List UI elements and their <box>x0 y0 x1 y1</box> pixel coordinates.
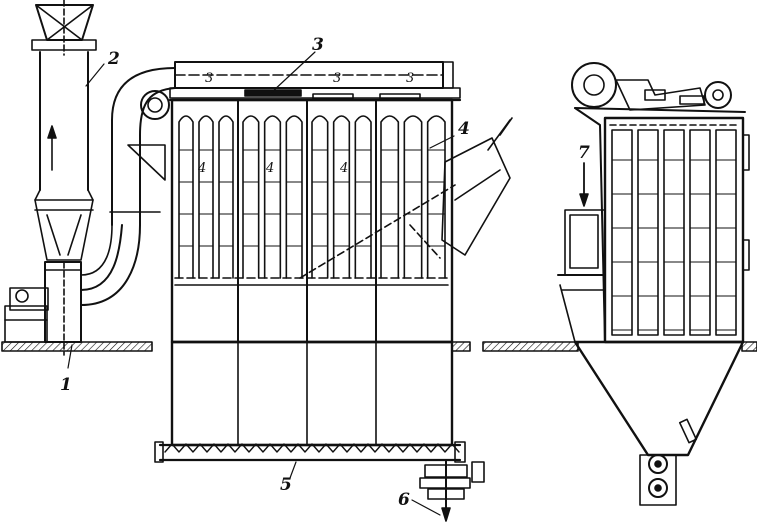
side-view <box>557 62 750 506</box>
slanted-inlet-detail <box>299 117 513 279</box>
filter-bag <box>263 115 282 279</box>
side-column <box>611 129 633 336</box>
label-screw-conveyor: 5 <box>280 475 292 495</box>
filter-bag <box>380 115 400 279</box>
ground-lines <box>1 341 757 352</box>
leader-lines <box>67 51 455 516</box>
filter-bag <box>198 115 214 279</box>
side-column <box>663 129 685 336</box>
label-discharge: 6 <box>398 490 410 510</box>
filter-bag <box>285 115 303 279</box>
label-header-b: 3 <box>333 71 341 86</box>
hopper-section <box>170 340 454 447</box>
label-bag-d: 4 <box>458 119 470 139</box>
filter-bag <box>242 115 260 279</box>
filter-bags <box>178 115 446 279</box>
label-side-inlet: 7 <box>578 143 590 163</box>
label-bag-c: 4 <box>339 161 348 176</box>
filter-bag <box>332 115 351 279</box>
filter-bag <box>218 115 234 279</box>
connecting-duct <box>80 67 176 306</box>
side-column <box>689 129 711 336</box>
screw-conveyor <box>154 441 485 522</box>
filter-bag <box>426 115 446 279</box>
filter-bag <box>178 115 194 279</box>
label-bag-b: 4 <box>265 161 274 176</box>
filter-bag <box>403 115 423 279</box>
inlet-stack <box>4 0 97 356</box>
label-fan: 1 <box>60 375 72 395</box>
side-column <box>715 129 737 336</box>
side-column <box>637 129 659 336</box>
label-header-a: 3 <box>205 71 213 86</box>
label-header-top: 3 <box>312 35 324 55</box>
label-bag-a: 4 <box>197 161 206 176</box>
filter-bag <box>354 115 372 279</box>
label-header-c: 3 <box>406 71 414 86</box>
callout-labels: 2 1 3 3 3 3 4 4 4 4 5 6 7 <box>60 35 590 510</box>
label-1-inlet-duct: 2 <box>107 49 120 69</box>
filter-bag <box>311 115 329 279</box>
top-header <box>168 61 462 102</box>
